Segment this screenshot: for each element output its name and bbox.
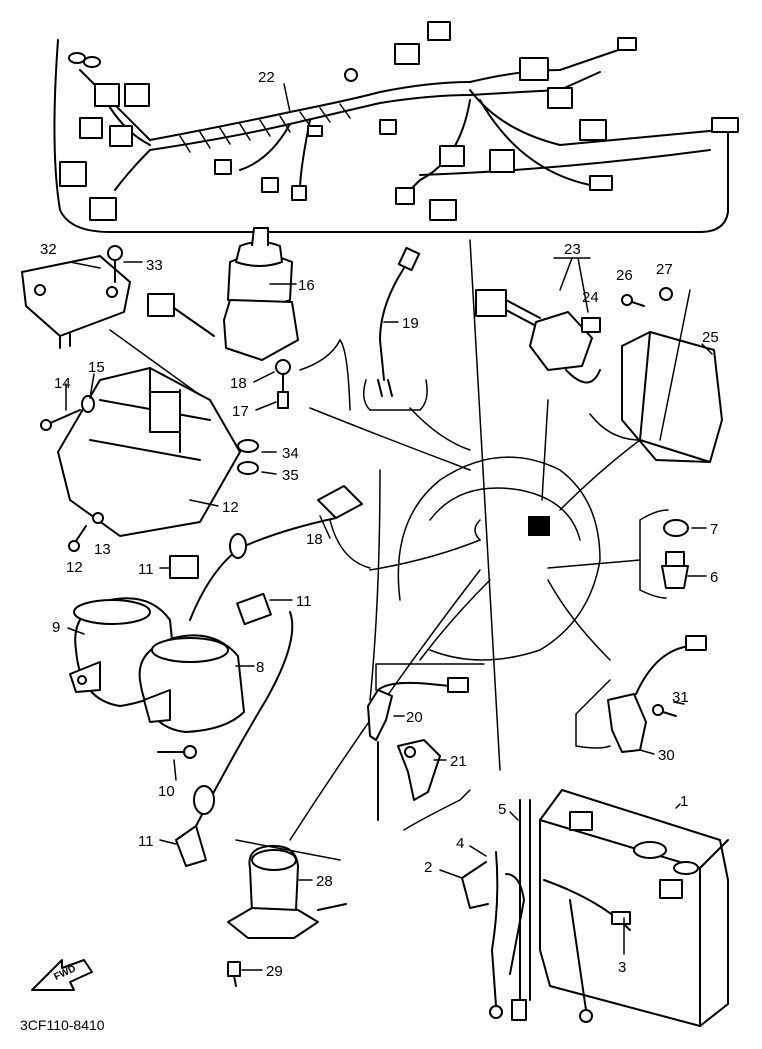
battery-case xyxy=(57,329,241,537)
callout-12b: 11 xyxy=(138,833,154,850)
callout-10: 10 xyxy=(158,783,175,800)
callout-24: 22 xyxy=(258,69,275,86)
horn xyxy=(607,635,707,753)
callout-22: 20 xyxy=(406,709,423,726)
callout-33: 31 xyxy=(672,689,689,706)
callout-7: 7 xyxy=(710,521,718,538)
ignition-coil-8 xyxy=(138,634,245,733)
bolt-33 xyxy=(652,704,677,717)
grommet-37 xyxy=(237,461,259,475)
grommet-36 xyxy=(237,439,259,453)
bolt-28 xyxy=(621,294,645,307)
callout-8: 8 xyxy=(256,659,264,676)
bolt-16 xyxy=(40,409,81,431)
callout-26: 24 xyxy=(582,289,599,306)
callout-35: 33 xyxy=(146,257,163,274)
callout-6: 6 xyxy=(710,569,718,586)
battery xyxy=(539,789,729,1027)
callouts: 22 32 33 16 18 17 19 23 24 26 27 25 14 1… xyxy=(20,69,719,1033)
callout-13: 12 xyxy=(222,499,239,516)
callout-37: 35 xyxy=(282,467,299,484)
callout-12a: 18 xyxy=(306,531,323,548)
starter-motor xyxy=(227,844,347,939)
bolt-19 xyxy=(277,369,289,409)
callout-29: 27 xyxy=(656,261,673,278)
regulator-rectifier xyxy=(21,255,131,349)
callout-31: 29 xyxy=(266,963,283,980)
bolt-10 xyxy=(157,745,197,759)
spark-plug-cap-upper xyxy=(189,485,363,621)
bolt-14 xyxy=(68,525,87,552)
callout-32: 30 xyxy=(658,747,675,764)
callout-5: 5 xyxy=(498,801,506,818)
clamp-11-lower xyxy=(236,592,272,626)
callout-11b: 11 xyxy=(296,593,312,610)
spark-plug-cap-lower xyxy=(175,611,294,867)
drawing-code: 3CF110-8410 xyxy=(20,1017,105,1033)
callout-28: 26 xyxy=(616,267,633,284)
callout-21: 19 xyxy=(402,315,419,332)
neutral-switch xyxy=(661,519,689,589)
callout-19: 17 xyxy=(232,403,249,420)
sensor-lead xyxy=(377,246,421,397)
callout-18: 16 xyxy=(298,277,315,294)
main-switch xyxy=(147,227,299,361)
washer-17 xyxy=(81,395,95,413)
bolt-35 xyxy=(107,245,123,283)
callout-9: 9 xyxy=(52,619,60,636)
bracket-23 xyxy=(397,739,441,801)
callout-2: 2 xyxy=(424,859,432,876)
callout-17: 15 xyxy=(88,359,105,376)
callout-3: 3 xyxy=(618,959,626,976)
clamp-11-upper xyxy=(169,555,199,579)
washer-15 xyxy=(92,512,104,524)
callout-14: 12 xyxy=(66,559,83,576)
frame-outline xyxy=(397,456,601,661)
collar-20 xyxy=(275,359,291,375)
callout-11a: 11 xyxy=(138,561,154,578)
callout-36: 34 xyxy=(282,445,299,462)
callout-20: 18 xyxy=(230,375,247,392)
nut-29 xyxy=(659,287,673,301)
bolt-31 xyxy=(227,961,241,987)
callout-30: 28 xyxy=(316,873,333,890)
callout-1: 1 xyxy=(680,793,688,810)
group-brackets xyxy=(235,338,669,861)
starter-relay xyxy=(475,289,601,384)
callout-15: 13 xyxy=(94,541,111,558)
callout-16: 14 xyxy=(54,375,71,392)
callout-4: 4 xyxy=(456,835,464,852)
battery-cables xyxy=(461,799,631,1023)
wire-harness xyxy=(53,21,739,233)
callout-23: 21 xyxy=(450,753,467,770)
fwd-arrow: FWD xyxy=(31,959,93,991)
thermo-unit xyxy=(367,677,469,821)
callout-25: 23 xyxy=(564,241,581,258)
callout-27: 25 xyxy=(702,329,719,346)
callout-34: 32 xyxy=(40,241,57,258)
